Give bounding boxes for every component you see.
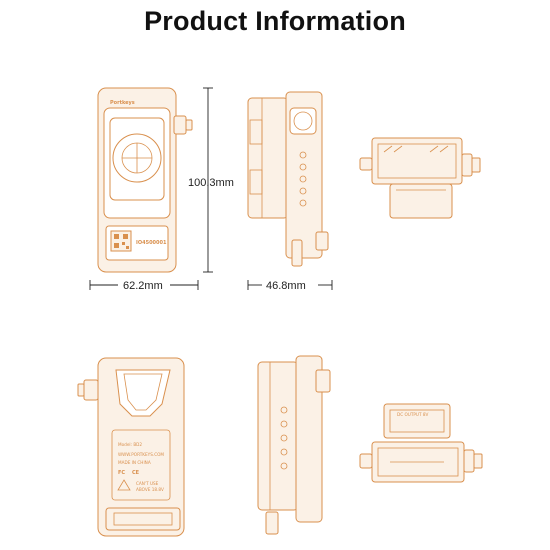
warning-line2: ABOVE 18.8V	[136, 487, 164, 492]
depth-dimension-label: 46.8mm	[266, 280, 306, 292]
fc-mark: FC	[118, 470, 125, 476]
dc-output-label: DC OUTPUT 8V	[397, 412, 429, 417]
serial-label: IO4500001	[136, 240, 167, 246]
website-label: WWW.PORTKEYS.COM	[118, 452, 164, 457]
side-view-top	[247, 91, 329, 267]
side-view-bottom	[257, 355, 331, 535]
warning-line1: CAN'T USE	[136, 481, 159, 486]
width-dimension-label: 62.2mm	[123, 280, 163, 292]
warning-icon	[117, 479, 131, 491]
page-title: Product Information	[144, 6, 406, 36]
back-view-bottom: Model: BD2 WWW.PORTKEYS.COM MADE IN CHIN…	[77, 357, 185, 537]
depth-dimension	[247, 280, 333, 290]
brand-label: Portkeys	[110, 100, 135, 106]
top-view-bottom: DC OUTPUT 8V	[359, 403, 483, 483]
model-label: Model: BD2	[118, 442, 142, 447]
height-dimension	[203, 87, 213, 273]
knob-icon	[173, 115, 187, 135]
width-dimension	[89, 280, 199, 290]
height-dimension-label: 100.3mm	[188, 177, 234, 189]
knob-icon	[83, 379, 99, 401]
made-in-label: MADE IN CHINA	[118, 460, 151, 465]
top-view-top	[359, 137, 481, 219]
ce-mark: CE	[132, 470, 140, 476]
front-view-top: Portkeys IO4500001	[97, 87, 193, 273]
